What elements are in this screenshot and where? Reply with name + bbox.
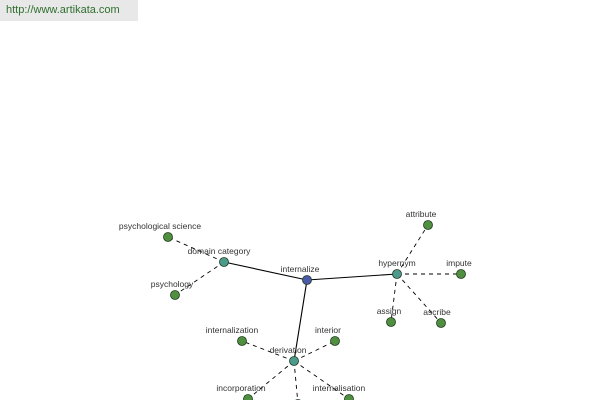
edge-internalize-hypernym bbox=[306, 273, 398, 281]
label-assign[interactable]: assign bbox=[377, 306, 402, 316]
node-assign[interactable] bbox=[386, 317, 396, 327]
site-url[interactable]: http://www.artikata.com bbox=[0, 0, 138, 21]
node-internalization[interactable] bbox=[237, 336, 247, 346]
node-psychology[interactable] bbox=[170, 290, 180, 300]
node-internalize[interactable] bbox=[302, 275, 312, 285]
edge-derivation-bottom_node bbox=[293, 360, 299, 400]
node-ascribe[interactable] bbox=[436, 318, 446, 328]
label-psychology[interactable]: psychology bbox=[151, 279, 194, 289]
label-derivation[interactable]: derivation bbox=[270, 345, 307, 355]
edge-internalize-derivation bbox=[293, 279, 308, 362]
edge-hypernym-assign bbox=[390, 273, 398, 323]
nodes-layer bbox=[163, 220, 466, 400]
edge-derivation-internalisation bbox=[293, 360, 350, 400]
label-domain-category[interactable]: domain category bbox=[188, 246, 252, 256]
edge-derivation-internalization bbox=[241, 340, 295, 362]
node-internalisation[interactable] bbox=[344, 394, 354, 400]
edge-domain_category-psychological_science bbox=[167, 236, 225, 263]
edge-hypernym-attribute bbox=[396, 224, 429, 275]
label-ascribe[interactable]: ascribe bbox=[423, 307, 451, 317]
label-internalization[interactable]: internalization bbox=[206, 325, 259, 335]
label-hypernym[interactable]: hypernym bbox=[378, 258, 415, 268]
node-impute[interactable] bbox=[456, 269, 466, 279]
label-interior[interactable]: interior bbox=[315, 325, 341, 335]
node-attribute[interactable] bbox=[423, 220, 433, 230]
labels-layer: internalize domain category hypernym deriva… bbox=[119, 209, 472, 393]
label-internalize[interactable]: internalize bbox=[281, 264, 320, 274]
edge-derivation-incorporation bbox=[247, 360, 295, 400]
node-interior[interactable] bbox=[330, 336, 340, 346]
label-attribute[interactable]: attribute bbox=[406, 209, 437, 219]
label-internalisation[interactable]: internalisation bbox=[313, 383, 366, 393]
label-psychological-science[interactable]: psychological science bbox=[119, 221, 201, 231]
node-hypernym[interactable] bbox=[392, 269, 402, 279]
edge-hypernym-ascribe bbox=[396, 273, 442, 324]
label-impute[interactable]: impute bbox=[446, 258, 472, 268]
edge-internalize-domain_category bbox=[223, 261, 308, 281]
edge-domain_category-psychology bbox=[174, 261, 225, 296]
node-derivation[interactable] bbox=[289, 356, 299, 366]
node-incorporation[interactable] bbox=[243, 394, 253, 400]
edges-layer bbox=[167, 224, 461, 400]
node-domain-category[interactable] bbox=[219, 257, 229, 267]
node-psychological-science[interactable] bbox=[163, 232, 173, 242]
label-incorporation[interactable]: incorporation bbox=[216, 383, 265, 393]
